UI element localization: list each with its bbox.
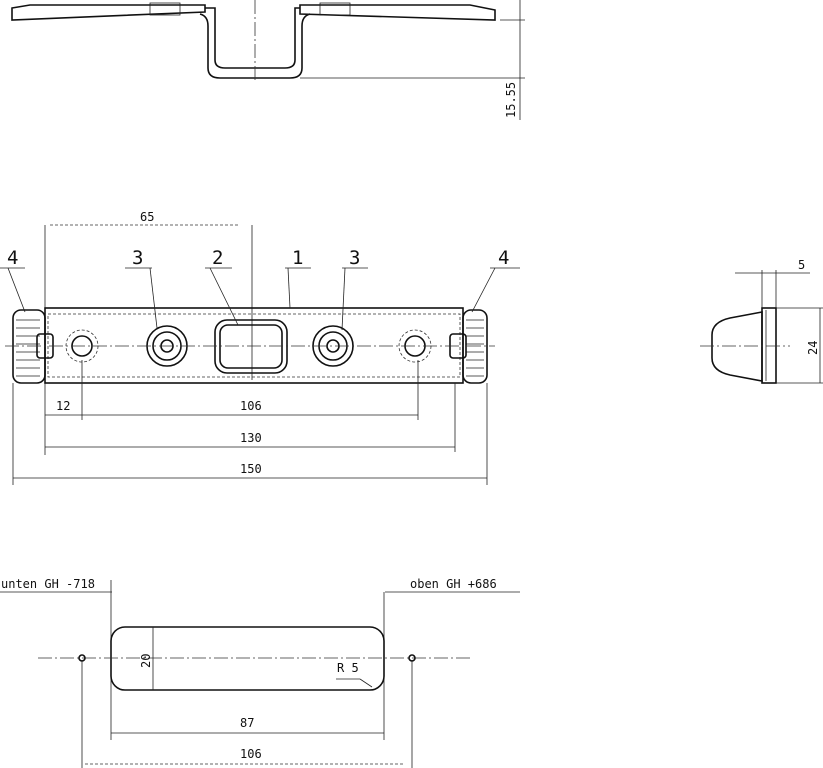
height-dimension: 15.55 [504,82,518,118]
upper-label: oben GH +686 [410,577,497,591]
dim-edge-to-hole: 12 [56,399,70,413]
side-width: 24 [806,341,820,355]
slot-height: 20 [139,654,153,668]
slot-outline [110,626,385,691]
slot-length: 87 [240,716,254,730]
dim-inner-length: 130 [240,431,262,445]
lower-label: unten GH -718 [1,577,95,591]
dim-overall-length: 150 [240,462,262,476]
dim-hole-spacing: 106 [240,399,262,413]
radius-label: R 5 [337,661,359,675]
side-thickness: 5 [798,258,805,272]
callout-4-right: 4 [498,247,509,269]
end-cap-left [12,309,46,384]
end-cap-right [462,309,488,384]
hole-spacing: 106 [240,747,262,761]
callout-4-left: 4 [7,247,18,269]
callout-1: 1 [292,247,303,269]
top-section-view: 15.55 [11,0,525,120]
front-view: 65 4 [0,210,520,485]
center-slot [214,319,288,374]
cutout-view: unten GH -718 oben GH +686 20 R 5 87 106 [0,577,520,768]
center-dimension: 65 [140,210,154,224]
callout-3-left: 3 [132,247,143,269]
callout-2: 2 [212,247,223,269]
side-view: 5 24 [700,258,823,384]
callout-3-right: 3 [349,247,360,269]
